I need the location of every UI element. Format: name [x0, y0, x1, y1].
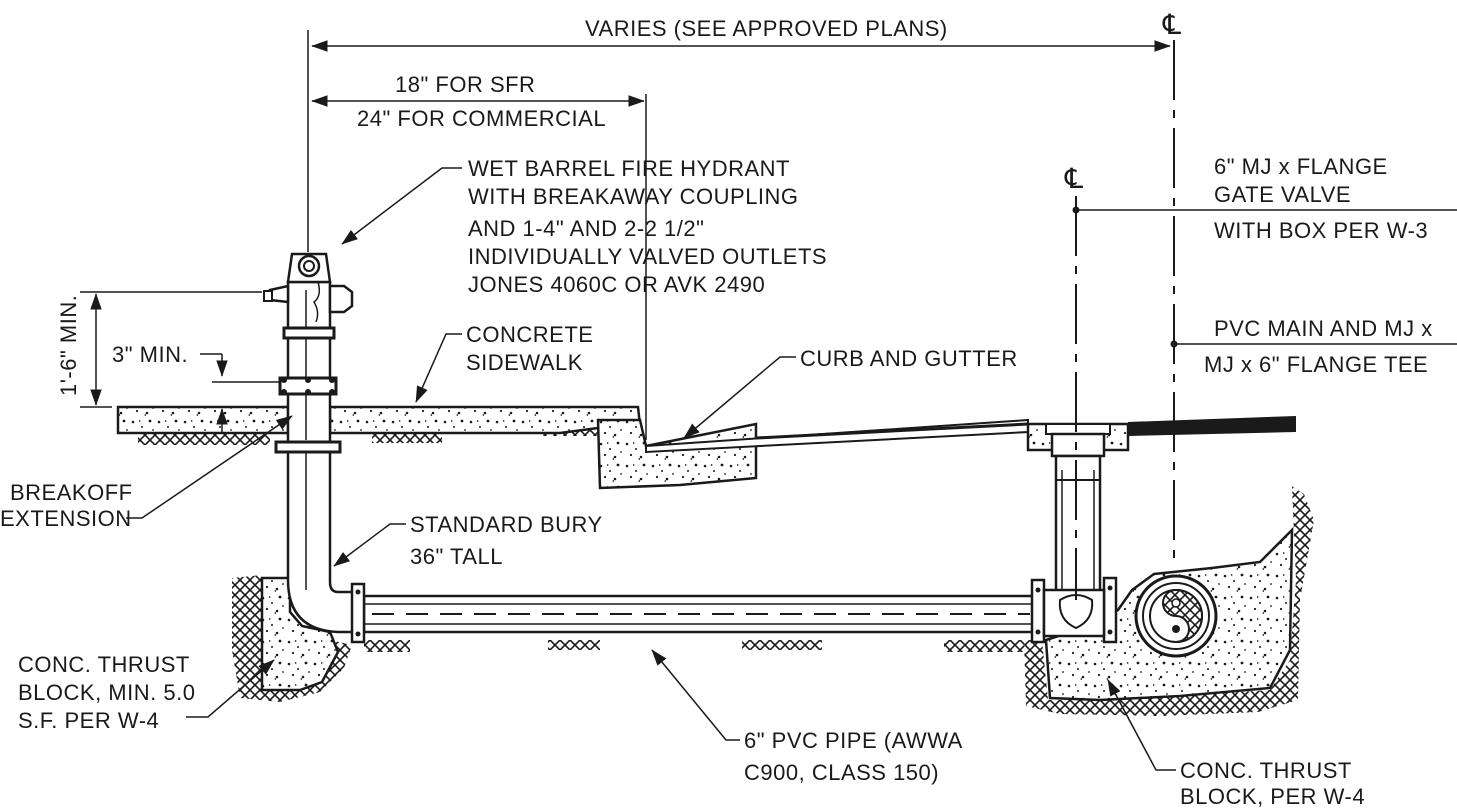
valve-box [1026, 422, 1130, 598]
fire-hydrant [263, 252, 354, 454]
pvc-main-pipe [362, 594, 1036, 634]
overall-dimension-label: VARIES (SEE APPROVED PLANS) [585, 16, 948, 41]
hydrant-callout-line-3: AND 1-4" AND 2-2 1/2" [468, 216, 704, 241]
concrete-sidewalk [116, 405, 642, 435]
pvc-main-tee-section [1134, 574, 1218, 658]
bury-callout-line-2: 36" TALL [410, 544, 503, 569]
dimension-lines [80, 40, 1171, 440]
right-thrust-callout-line-1: CONC. THRUST [1180, 758, 1352, 783]
leader-lines [126, 167, 1457, 771]
height-min-label: 1'-6" MIN. [56, 295, 81, 396]
bury-callout-line-1: STANDARD BURY [410, 512, 603, 537]
valve-centerline-symbol: ℄ [1064, 163, 1083, 194]
hydrant-riser-and-elbow [286, 450, 356, 634]
tee-callout-line-1: PVC MAIN AND MJ x [1214, 316, 1433, 341]
breakoff-min-label: 3" MIN. [112, 342, 188, 367]
asphalt-surface [645, 416, 1296, 454]
gate-valve-callout-line-1: 6" MJ x FLANGE [1214, 154, 1388, 179]
left-thrust-callout-line-1: CONC. THRUST [18, 652, 190, 677]
tee-callout-line-2: MJ x 6" FLANGE TEE [1204, 352, 1428, 377]
main-centerline-symbol: ℄ [1162, 9, 1181, 40]
left-thrust-callout-line-3: S.F. PER W-4 [18, 708, 159, 733]
hydrant-callout-line-4: INDIVIDUALLY VALVED OUTLETS [468, 244, 827, 269]
gate-valve-callout-line-2: GATE VALVE [1214, 182, 1351, 207]
right-thrust-callout-line-2: BLOCK, PER W-4 [1180, 784, 1365, 809]
curb-callout: CURB AND GUTTER [800, 346, 1018, 371]
breakoff-callout-line-2: EXTENSION [0, 506, 132, 531]
sidewalk-callout-line-1: CONCRETE [466, 322, 593, 347]
offset-sfr-label: 18" FOR SFR [395, 72, 535, 97]
curb-and-gutter [596, 418, 758, 490]
sidewalk-callout-line-2: SIDEWALK [466, 350, 583, 375]
centerlines [307, 30, 1175, 600]
breakoff-callout-line-1: BREAKOFF [10, 480, 133, 505]
pipe-callout-line-1: 6" PVC PIPE (AWWA [744, 728, 963, 753]
pipe-flanges [350, 576, 1118, 644]
hydrant-callout-line-2: WITH BREAKAWAY COUPLING [468, 184, 799, 209]
left-thrust-callout-line-2: BLOCK, MIN. 5.0 [18, 680, 195, 705]
pipe-callout-line-2: C900, CLASS 150) [744, 760, 939, 785]
hydrant-callout-line-1: WET BARREL FIRE HYDRANT [468, 156, 790, 181]
offset-commercial-label: 24" FOR COMMERCIAL [357, 106, 606, 131]
hydrant-callout-line-5: JONES 4060C OR AVK 2490 [468, 272, 765, 297]
gate-valve-callout-line-3: WITH BOX PER W-3 [1214, 218, 1428, 243]
